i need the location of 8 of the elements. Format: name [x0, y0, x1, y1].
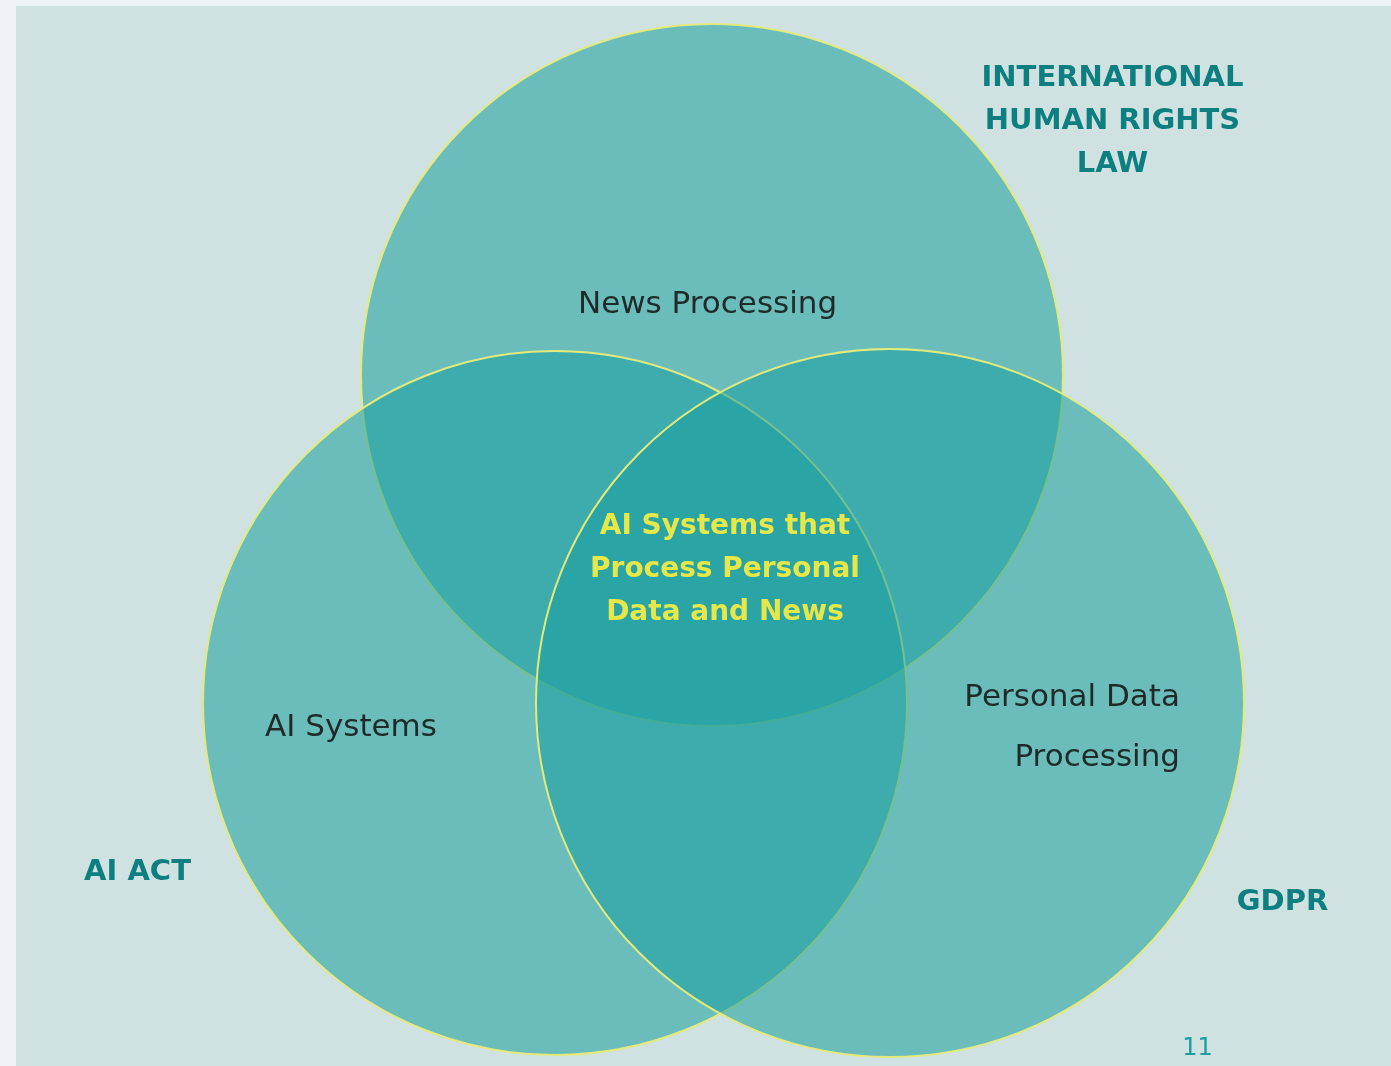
circle-label: News Processing: [578, 283, 839, 322]
circle-label: AI Systems: [265, 706, 438, 745]
page-number: 11: [1181, 1032, 1214, 1063]
law-label: AI ACT: [83, 852, 192, 889]
circle-label: Personal Data Processing: [963, 676, 1180, 775]
intersection-label: AI Systems that Process Personal Data and News: [589, 507, 861, 629]
law-label: INTERNATIONAL HUMAN RIGHTS LAW: [980, 58, 1245, 181]
law-label: GDPR: [1235, 882, 1330, 919]
